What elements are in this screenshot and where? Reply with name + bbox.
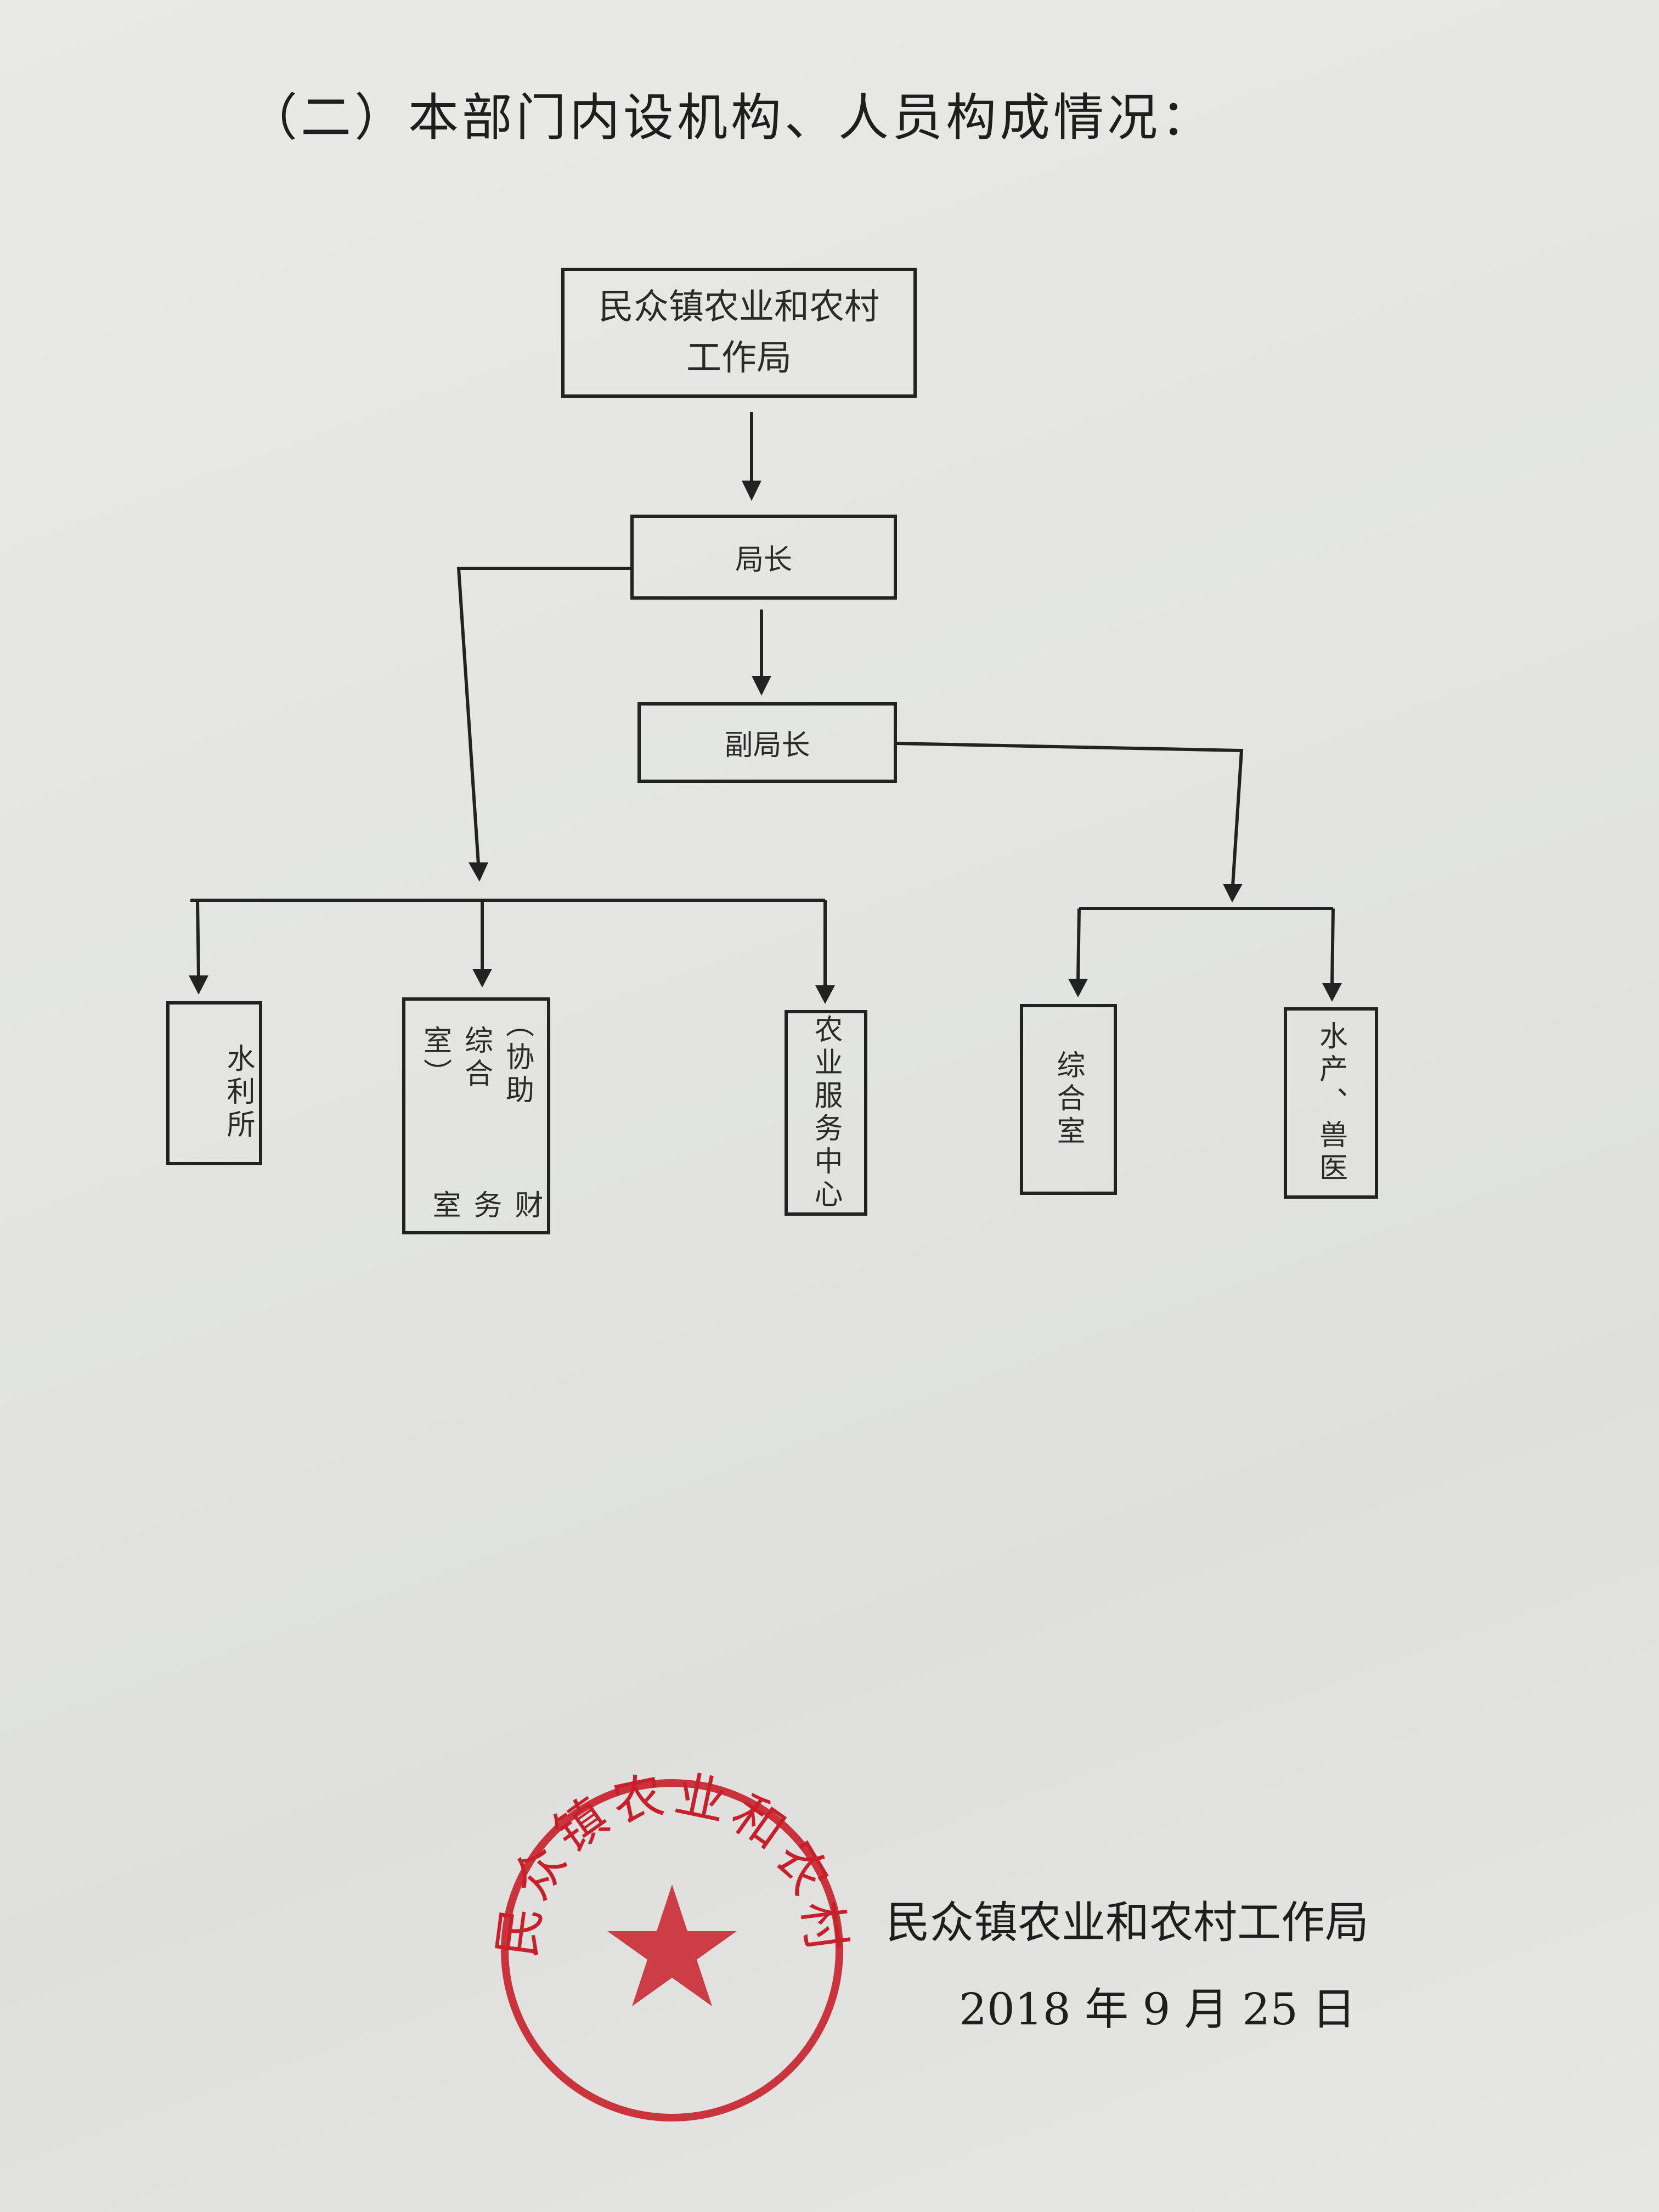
director-box: 局长 [630,515,897,600]
arrow-down-icon [1223,884,1243,902]
section-heading: （二）本部门内设机构、人员构成情况： [247,88,1215,147]
connector-director-units [456,567,630,865]
org-root-box: 民众镇农业和农村工作局 [561,268,917,398]
unit-label-aqua-vet: 水产、兽医 [1314,1020,1347,1186]
director-label: 局长 [735,544,792,577]
unit-box-general-office: 综合室 [1020,1004,1117,1195]
unit-note-finance: （协助综合室） [418,1009,534,1108]
unit-box-aqua-vet: 水产、兽医 [1284,1007,1378,1199]
unit-label-water: 水利所 [222,1043,255,1142]
deputy-director-box: 副局长 [637,702,897,783]
org-root-label: 民众镇农业和农村工作局 [599,286,879,379]
star-icon [607,1884,737,2006]
arrow-down-icon [742,481,761,501]
connector-water [196,900,200,978]
deputy-director-label: 副局长 [724,729,810,762]
unit-box-finance: （协助综合室） 财务室 [402,997,550,1234]
unit-label-finance: 财务室 [427,1190,543,1223]
stamp-ring [501,1779,843,2121]
connector-deputy-units [896,742,1244,887]
unit-label-agri-service: 农业服务中心 [809,1014,842,1212]
arrow-down-icon [189,975,208,995]
arrow-down-icon [1068,979,1088,997]
arrow-down-icon [815,985,835,1004]
arrow-down-icon [1322,983,1342,1002]
arrow-down-icon [472,969,492,988]
signature-date: 2018 年 9 月 25 日 [959,1984,1356,2035]
arrowheads [189,481,1342,1004]
unit-box-water: 水利所 [166,1001,262,1165]
arrow-down-icon [752,676,771,696]
signature-org-name: 民众镇农业和农村工作局 [886,1897,1369,1948]
official-stamp: 中山市民众镇农业和农村工作局 [494,1772,850,2121]
connector-aqua-vet [1330,908,1335,986]
connector-general-office [1076,908,1081,981]
unit-label-general-office: 综合室 [1052,1050,1085,1149]
arrow-down-icon [469,862,488,882]
unit-box-agri-service: 农业服务中心 [785,1010,867,1216]
